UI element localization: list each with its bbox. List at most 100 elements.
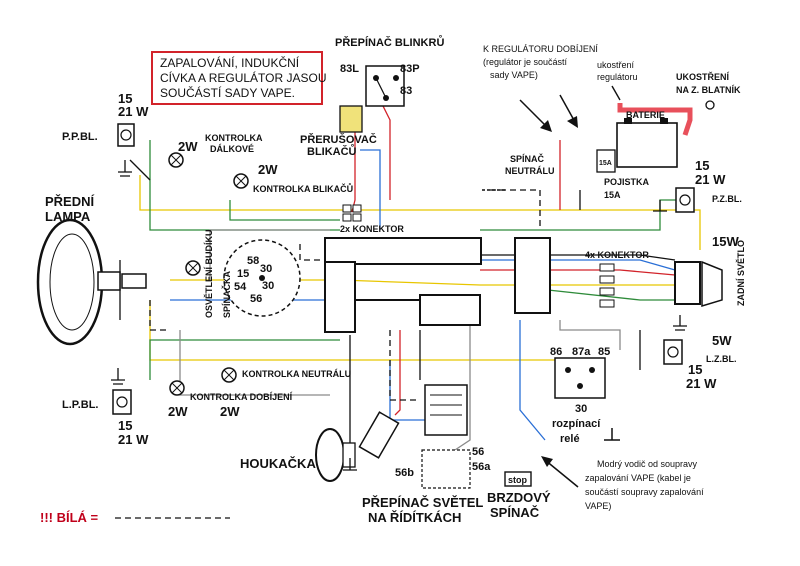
white-wire-legend: !!! BÍLÁ = <box>40 510 99 525</box>
rear-left-blinker-15: 15 <box>688 362 702 377</box>
blue-wire-arrow <box>541 456 579 488</box>
connector-4x-label: 4x KONEKTOR <box>585 250 649 260</box>
regulator-sub-2: sady VAPE) <box>490 70 538 80</box>
ignition-switch <box>223 239 301 317</box>
front-left-blinker-21w: 21 W <box>118 432 149 447</box>
front-left-blinker-label: L.P.BL. <box>62 399 98 411</box>
rear-light-5w: 5W <box>712 333 732 348</box>
rear-light <box>674 260 723 308</box>
front-right-blinker-bulb <box>117 123 135 147</box>
terminal-83: 83 <box>400 85 412 97</box>
rear-light-label: ZADNÍ SVĚTLO <box>735 240 746 306</box>
rear-right-blinker-label: P.Z.BL. <box>712 194 742 204</box>
speedometer-light-bulb <box>185 260 201 276</box>
ignition-terminal-56: 56 <box>250 293 262 305</box>
ignition-terminal-30a: 30 <box>260 263 272 275</box>
horn-button <box>358 411 400 459</box>
front-right-blinker-power-15: 15 <box>118 91 132 106</box>
blue-wire-note-1: Modrý vodič od soupravy <box>597 459 698 469</box>
ground-symbols <box>111 160 687 471</box>
light-switch-terminal-56b: 56b <box>395 467 414 479</box>
light-switch-terminal-56a: 56a <box>472 461 491 473</box>
front-lamp <box>36 218 147 346</box>
relay-terminal-86: 86 <box>550 346 562 358</box>
relay-ground <box>604 428 620 441</box>
blinker-switch-title: PŘEPÍNAČ BLINKRŮ <box>335 35 444 49</box>
front-left-blinker-bulb <box>112 389 132 415</box>
brake-switch <box>504 471 532 487</box>
front-left-blinker-15: 15 <box>118 418 132 433</box>
relay-label-2: relé <box>560 433 580 445</box>
front-right-blinker-label: P.P.BL. <box>62 131 98 143</box>
connector-4x <box>599 263 615 308</box>
brake-switch-label-1: BRZDOVÝ <box>487 490 551 505</box>
blinker-switch <box>365 65 405 107</box>
neutral-switch-label-2: NEUTRÁLU <box>505 166 555 176</box>
harness-bus <box>324 237 551 333</box>
blue-wire-note-3: součástí soupravy zapalování <box>585 487 704 497</box>
front-lamp-label-2: LAMPA <box>45 209 91 224</box>
ignition-terminal-30b: 30 <box>262 280 274 292</box>
ignition-terminal-15: 15 <box>237 268 249 280</box>
connector-2x-label: 2x KONEKTOR <box>340 224 404 234</box>
rear-right-blinker-21w: 21 W <box>695 172 726 187</box>
speedometer-light-label: OSVĚTLENÍ BUDÍKU <box>203 229 214 318</box>
high-beam-indicator-bulb <box>168 152 184 168</box>
front-lamp-label-1: PŘEDNÍ <box>45 194 95 209</box>
charge-indicator-bulb <box>169 380 185 396</box>
brake-switch-label-2: SPÍNAČ <box>490 505 540 520</box>
fender-ground-1: UKOSTŘENÍ <box>676 71 730 82</box>
charge-indicator-label: KONTROLKA DOBÍJENÍ <box>190 392 293 402</box>
neutral-switch-label-1: SPÍNAČ <box>510 153 545 164</box>
relay-label-1: rozpínací <box>552 418 601 430</box>
rear-left-blinker-label: L.Z.BL. <box>706 354 737 364</box>
light-switch-label-1: PŘEPÍNAČ SVĚTEL <box>362 495 483 510</box>
rear-light-15w: 15W <box>712 234 739 249</box>
ignition-switch-label: SPÍNAČKA <box>221 270 232 318</box>
horn <box>315 428 356 482</box>
flasher-label-2: BLIKAČŮ <box>307 144 357 158</box>
battery-label: BATERIE <box>626 110 665 120</box>
battery-ground-strap <box>617 103 693 136</box>
regulator-ground-arrow <box>611 85 621 101</box>
rear-left-blinker-bulb <box>663 339 683 365</box>
blinker-indicator-wattage: 2W <box>258 162 278 177</box>
blue-wire-note-4: VAPE) <box>585 501 611 511</box>
terminal-83l: 83L <box>340 63 359 75</box>
regulator-ground-1: ukostření <box>597 60 635 70</box>
high-beam-wattage: 2W <box>178 139 198 154</box>
relay-terminal-87a: 87a <box>572 346 591 358</box>
neutral-indicator-label: KONTROLKA NEUTRÁLU <box>242 369 351 379</box>
neutral-indicator-bulb <box>221 367 237 383</box>
connector-2x <box>342 204 362 222</box>
light-switch-terminal-56: 56 <box>472 446 484 458</box>
regulator-sub-1: (regulátor je součástí <box>483 57 568 67</box>
fender-ground-point <box>705 100 715 110</box>
note-line-3: SOUČÁSTÍ SADY VAPE. <box>160 85 295 100</box>
rear-right-blinker-bulb <box>675 187 695 213</box>
fuse-rating-inner: 15A <box>599 160 612 167</box>
fuse-label-1: POJISTKA <box>604 177 650 187</box>
neutral-indicator-wattage: 2W <box>220 404 240 419</box>
horn-label: HOUKAČKA <box>240 456 316 471</box>
terminal-83p: 83P <box>400 63 420 75</box>
ignition-terminal-58: 58 <box>247 255 259 267</box>
flasher-unit <box>339 105 363 133</box>
note-box <box>151 51 323 105</box>
ignition-terminal-54: 54 <box>234 281 247 293</box>
note-line-2: CÍVKA A REGULÁTOR JASOU <box>160 70 327 85</box>
battery <box>616 118 678 168</box>
regulator-ground-2: regulátoru <box>597 72 638 82</box>
light-switch-label-2: NA ŘÍDÍTKÁCH <box>368 510 461 525</box>
rear-left-blinker-21w: 21 W <box>686 376 717 391</box>
charge-indicator-wattage: 2W <box>168 404 188 419</box>
relay-terminal-85: 85 <box>598 346 610 358</box>
fender-ground-2: NA Z. BLATNÍK <box>676 85 741 95</box>
front-right-blinker-power-21w: 21 W <box>118 104 149 119</box>
note-line-1: ZAPALOVÁNÍ, INDUKČNÍ <box>160 55 300 70</box>
brake-switch-stop: stop <box>508 475 528 485</box>
regulator-title: K REGULÁTORU DOBÍJENÍ <box>483 44 598 54</box>
relay <box>554 357 606 399</box>
rear-right-blinker-15: 15 <box>695 158 709 173</box>
